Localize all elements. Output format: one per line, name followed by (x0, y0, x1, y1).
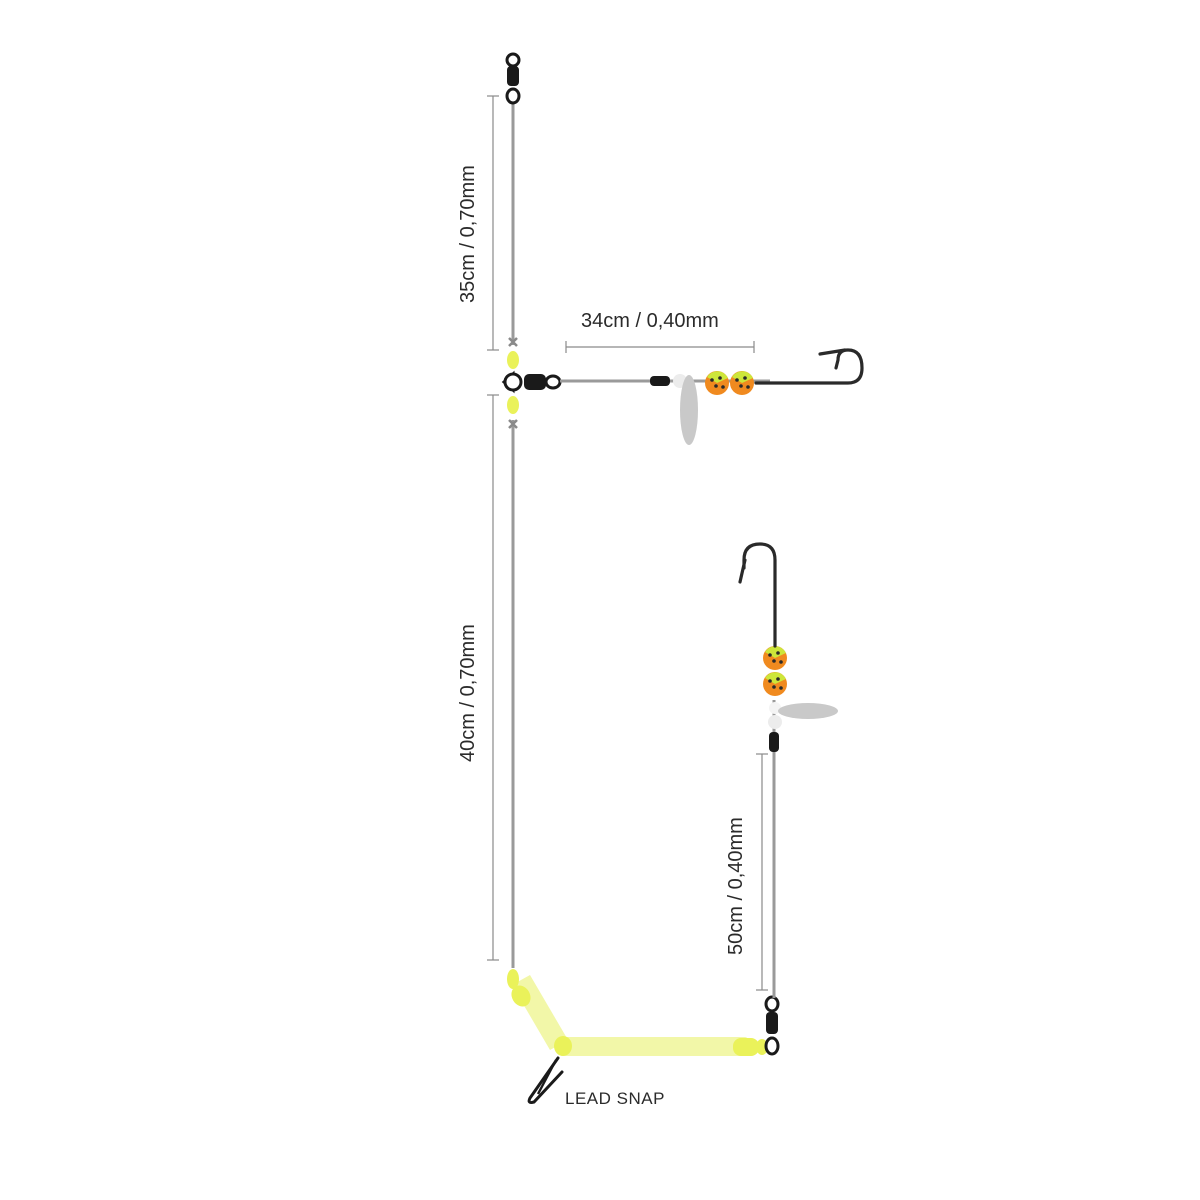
label-main-lower: 40cm / 0,70mm (457, 624, 479, 762)
label-lead-snap: LEAD SNAP (565, 1089, 665, 1108)
lower-attractor-beads (763, 646, 787, 696)
boom-tubing (507, 969, 768, 1056)
upper-crimp-icon (650, 376, 670, 386)
lower-crimp-icon (769, 732, 779, 752)
top-swivel-icon (505, 52, 521, 105)
lower-hook-icon (738, 542, 777, 648)
dimension-main-lower (487, 394, 499, 961)
lead-snap-icon (527, 1056, 564, 1104)
dimension-dropper-lower (756, 753, 768, 991)
lower-swivel-icon (764, 995, 780, 1056)
label-dropper-upper: 34cm / 0,40mm (581, 310, 719, 332)
upper-junction (507, 337, 519, 429)
label-dropper-lower: 50cm / 0,40mm (725, 817, 747, 955)
upper-attractor-beads (705, 371, 754, 395)
upper-spinner-blade-icon (680, 375, 698, 445)
three-way-swivel-icon (501, 370, 562, 394)
upper-hook-icon (754, 348, 864, 385)
dimension-main-upper (487, 95, 499, 351)
lower-clear-bead (768, 715, 782, 729)
dimension-dropper-upper (565, 341, 755, 353)
lower-spinner-blade-icon (778, 703, 838, 719)
label-main-upper: 35cm / 0,70mm (457, 165, 479, 303)
